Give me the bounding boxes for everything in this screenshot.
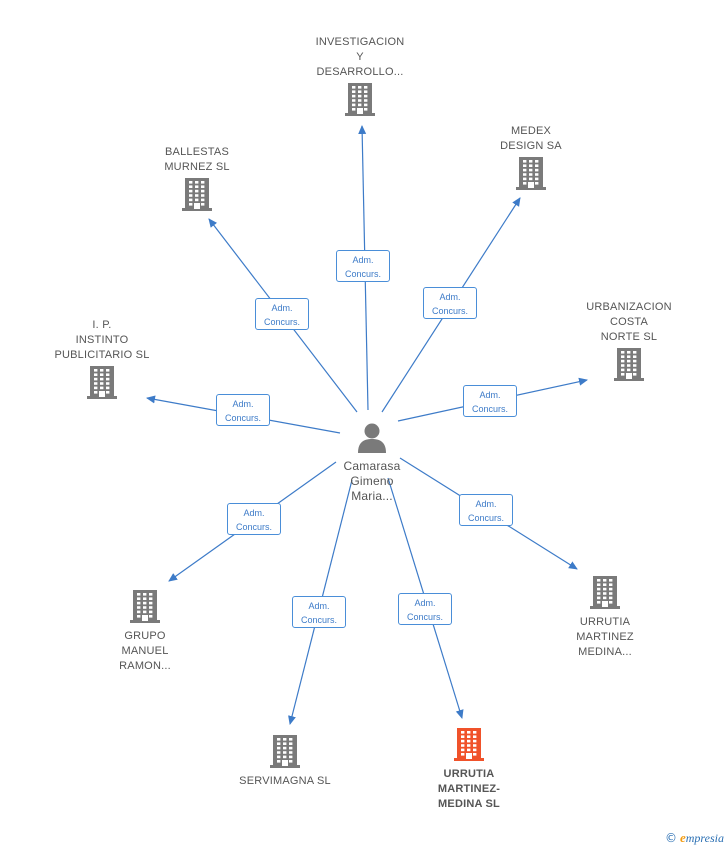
footer-brand: © empresia [665, 830, 724, 846]
company-node-grupo-manuel[interactable]: GRUPO MANUEL RAMON... [75, 589, 215, 674]
brand-name: mpresia [685, 831, 724, 845]
company-node-medex[interactable]: MEDEX DESIGN SA [461, 124, 601, 190]
building-icon [345, 83, 375, 116]
company-name[interactable]: INVESTIGACION Y DESARROLLO... [315, 36, 405, 78]
company-node-instinto[interactable]: I. P. INSTINTO PUBLICITARIO SL [32, 318, 172, 399]
building-icon [590, 576, 620, 609]
building-icon [454, 728, 484, 761]
company-node-investigacion[interactable]: INVESTIGACION Y DESARROLLO... [290, 35, 430, 116]
relation-label-medex[interactable]: Adm. Concurs. [423, 287, 477, 319]
company-name[interactable]: MEDEX DESIGN SA [500, 125, 562, 152]
relation-label-grupo-manuel[interactable]: Adm. Concurs. [227, 503, 281, 535]
company-name[interactable]: GRUPO MANUEL RAMON... [119, 630, 171, 672]
relation-label-ballestas[interactable]: Adm. Concurs. [255, 298, 309, 330]
relation-label-instinto[interactable]: Adm. Concurs. [216, 394, 270, 426]
company-name[interactable]: BALLESTAS MURNEZ SL [164, 146, 230, 173]
building-icon [614, 348, 644, 381]
copyright-symbol: © [664, 831, 677, 845]
building-icon [182, 178, 212, 211]
company-node-ballestas[interactable]: BALLESTAS MURNEZ SL [127, 145, 267, 211]
relation-label-urrutia-sl[interactable]: Adm. Concurs. [398, 593, 452, 625]
relation-label-urrutia-medina[interactable]: Adm. Concurs. [459, 494, 513, 526]
company-name[interactable]: SERVIMAGNA SL [239, 775, 331, 787]
company-node-urrutia-sl[interactable]: URRUTIA MARTINEZ- MEDINA SL [399, 727, 539, 812]
company-node-servimagna[interactable]: SERVIMAGNA SL [215, 734, 355, 789]
company-node-urbanizacion[interactable]: URBANIZACION COSTA NORTE SL [559, 300, 699, 381]
building-icon [270, 735, 300, 768]
company-name[interactable]: URRUTIA MARTINEZ- MEDINA SL [437, 768, 501, 810]
person-node[interactable]: Camarasa Gimeno Maria... [322, 422, 422, 504]
brand-initial: e [679, 830, 686, 845]
person-name[interactable]: Camarasa Gimeno Maria... [343, 459, 401, 503]
relation-label-investigacion[interactable]: Adm. Concurs. [336, 250, 390, 282]
company-name[interactable]: URRUTIA MARTINEZ MEDINA... [576, 616, 634, 658]
building-icon [516, 157, 546, 190]
relation-label-urbanizacion[interactable]: Adm. Concurs. [463, 385, 517, 417]
company-name[interactable]: URBANIZACION COSTA NORTE SL [586, 301, 672, 343]
person-icon [358, 423, 386, 453]
building-icon [130, 590, 160, 623]
relation-label-servimagna[interactable]: Adm. Concurs. [292, 596, 346, 628]
company-node-urrutia-medina[interactable]: URRUTIA MARTINEZ MEDINA... [535, 575, 675, 660]
building-icon [87, 366, 117, 399]
company-name[interactable]: I. P. INSTINTO PUBLICITARIO SL [54, 319, 150, 361]
